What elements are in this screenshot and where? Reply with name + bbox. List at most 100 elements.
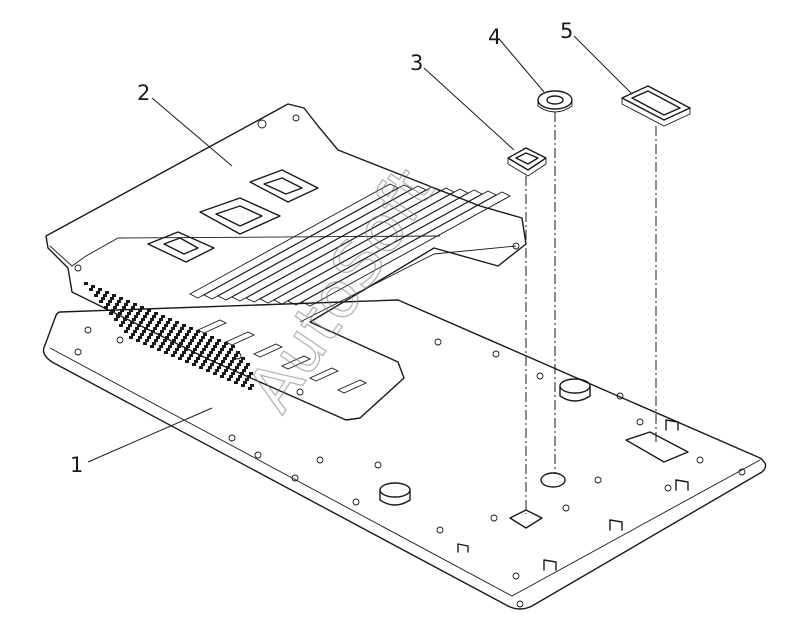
grille-hole — [173, 351, 177, 354]
grille-hole — [145, 339, 149, 342]
grille-hole — [247, 375, 251, 378]
grille-hole — [116, 315, 120, 318]
grille-hole — [172, 339, 176, 342]
grille-hole — [165, 336, 169, 339]
grille-hole — [244, 366, 248, 369]
grille-hole — [219, 363, 223, 366]
grille-hole — [245, 378, 249, 381]
grille-hole — [126, 300, 130, 303]
grille-hole — [168, 345, 172, 348]
grille-hole — [143, 315, 147, 318]
grille-hole — [227, 351, 231, 354]
grille-hole — [206, 369, 210, 372]
grille-hole — [132, 318, 136, 321]
grille-hole — [131, 306, 135, 309]
grille-hole — [224, 369, 228, 372]
grille-hole — [147, 336, 151, 339]
grille-hole — [249, 372, 253, 375]
grille-hole — [106, 303, 110, 306]
grille-hole — [151, 330, 155, 333]
grille-hole — [147, 309, 151, 312]
grille-hole — [101, 297, 105, 300]
grille-hole — [122, 306, 126, 309]
grille-hole — [126, 327, 130, 330]
grille-hole — [196, 330, 200, 333]
grille-hole — [202, 348, 206, 351]
grille-hole — [223, 357, 227, 360]
grille-hole — [166, 348, 170, 351]
grille-hole — [195, 345, 199, 348]
grille-hole — [171, 327, 175, 330]
grille-hole — [235, 366, 239, 369]
grille-hole — [203, 360, 207, 363]
grille-hole — [241, 384, 245, 387]
grille-hole — [246, 363, 250, 366]
grille-hole — [141, 318, 145, 321]
grille-hole — [215, 342, 219, 345]
plate-holes — [74, 326, 746, 608]
grille-hole — [182, 351, 186, 354]
grille-hole — [183, 336, 187, 339]
grille-hole — [156, 336, 160, 339]
grille-hole — [84, 282, 88, 285]
grille-hole — [173, 324, 177, 327]
grille-hole — [213, 372, 217, 375]
grille-hole — [94, 294, 98, 297]
grille-hole — [96, 291, 100, 294]
grille-hole — [221, 360, 225, 363]
grille-hole — [128, 324, 132, 327]
grille-hole — [120, 309, 124, 312]
panel-slot — [301, 191, 511, 307]
grille-hole — [114, 318, 118, 321]
grille-hole — [193, 348, 197, 351]
grille-hole — [217, 366, 221, 369]
grille-hole — [237, 363, 241, 366]
grille-hole — [240, 372, 244, 375]
grille-hole — [212, 360, 216, 363]
callout-5: 5 — [560, 19, 573, 43]
grille-hole — [204, 345, 208, 348]
panel-grille — [84, 282, 254, 390]
grille-hole — [146, 324, 150, 327]
part-5-rect-seal — [621, 85, 691, 127]
grille-hole — [135, 327, 139, 330]
grille-hole — [179, 342, 183, 345]
grille-hole — [194, 360, 198, 363]
grille-hole — [119, 297, 123, 300]
grille-hole — [234, 381, 238, 384]
grille-hole — [125, 315, 129, 318]
grille-hole — [189, 354, 193, 357]
grille-hole — [110, 297, 114, 300]
grille-hole — [164, 324, 168, 327]
grille-hole — [160, 330, 164, 333]
part-1-base-plate — [42, 299, 767, 610]
grille-hole — [234, 354, 238, 357]
grille-hole — [162, 327, 166, 330]
grille-hole — [170, 342, 174, 345]
grille-hole — [140, 333, 144, 336]
grille-hole — [236, 351, 240, 354]
grille-hole — [205, 357, 209, 360]
grille-hole — [119, 324, 123, 327]
grille-hole — [232, 357, 236, 360]
grille-hole — [176, 333, 180, 336]
grille-hole — [200, 351, 204, 354]
grille-hole — [138, 336, 142, 339]
grille-hole — [192, 363, 196, 366]
grille-hole — [103, 294, 107, 297]
grille-hole — [186, 345, 190, 348]
grille-hole — [98, 288, 102, 291]
grille-hole — [185, 360, 189, 363]
panel-slot — [196, 319, 228, 334]
grille-hole — [203, 333, 207, 336]
grille-hole — [196, 357, 200, 360]
callout-4: 4 — [488, 25, 501, 49]
grille-hole — [181, 339, 185, 342]
grille-hole — [112, 294, 116, 297]
grille-hole — [216, 354, 220, 357]
grille-hole — [123, 318, 127, 321]
grille-hole — [180, 327, 184, 330]
grille-hole — [164, 351, 168, 354]
grille-hole — [108, 300, 112, 303]
